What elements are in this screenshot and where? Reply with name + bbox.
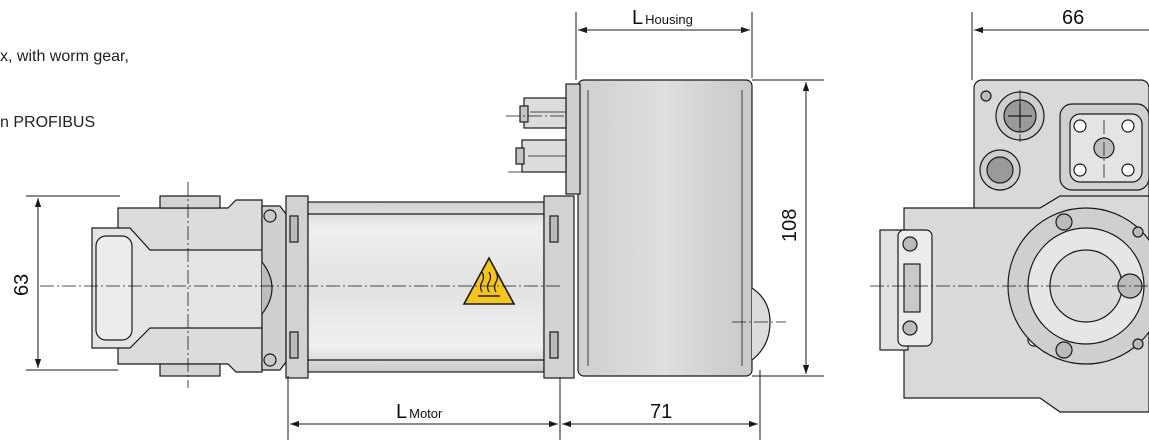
center-lines-front <box>870 90 1149 287</box>
height-108-label: 108 <box>779 209 801 242</box>
power-connector <box>1059 103 1149 191</box>
electronics-housing <box>577 79 753 377</box>
drawing-caption: x, with worm gear, n PROFIBUS <box>0 2 129 156</box>
caption-line-2: n PROFIBUS <box>0 114 96 131</box>
rear-flange <box>543 195 575 379</box>
hot-surface-warning-icon <box>462 256 516 305</box>
rear-cap <box>751 287 771 361</box>
side-view <box>91 79 771 379</box>
center-lines-side <box>40 115 786 388</box>
caption-line-1: x, with worm gear, <box>0 48 129 65</box>
width-66-label: 66 <box>1062 7 1084 29</box>
motor-body <box>307 201 545 373</box>
profibus-connectors <box>515 83 581 195</box>
width-71-label: 71 <box>650 401 672 423</box>
front-view <box>879 79 1149 413</box>
dimension-lines <box>26 12 1149 440</box>
height-63-label: 63 <box>11 274 33 296</box>
m12-connector-bottom <box>979 149 1021 191</box>
